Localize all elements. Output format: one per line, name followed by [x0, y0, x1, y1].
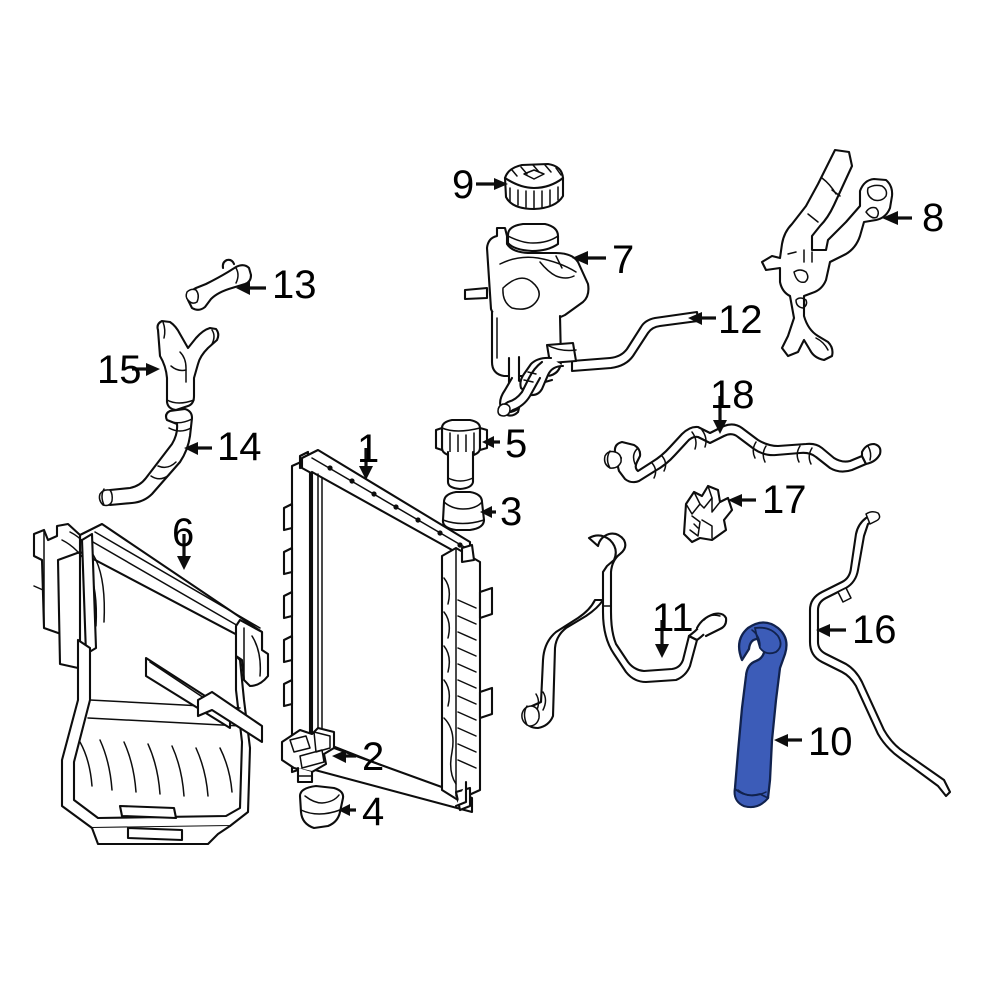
- callout-label-8[interactable]: 8: [922, 196, 945, 240]
- part-10-lower-radiator-hose[interactable]: [733, 621, 788, 809]
- callout-label-3[interactable]: 3: [500, 490, 523, 534]
- part-5-radiator-drain-plug[interactable]: [434, 418, 489, 491]
- part-9-expansion-tank-cap[interactable]: [503, 162, 565, 211]
- part-2-radiator-mount-bracket[interactable]: [280, 726, 336, 784]
- part-12-overflow-hose[interactable]: [570, 310, 700, 373]
- callout-label-17[interactable]: 17: [762, 478, 807, 522]
- callout-label-1[interactable]: 1: [357, 427, 380, 471]
- callout-label-15[interactable]: 15: [97, 348, 142, 392]
- part-17-hose-clip-retainer[interactable]: [682, 484, 734, 544]
- part-12-tee-branch[interactable]: [497, 341, 578, 417]
- callout-label-7[interactable]: 7: [612, 238, 635, 282]
- callout-label-2[interactable]: 2: [362, 735, 385, 779]
- callout-label-11[interactable]: 11: [652, 596, 694, 640]
- part-4-lower-radiator-insulator[interactable]: [298, 784, 345, 830]
- part-13-connector-elbow[interactable]: [185, 258, 253, 311]
- callout-label-9[interactable]: 9: [452, 163, 475, 207]
- callout-label-14[interactable]: 14: [217, 425, 262, 469]
- callout-label-16[interactable]: 16: [852, 608, 897, 652]
- part-3-radiator-mount-grommet[interactable]: [441, 490, 486, 532]
- part-16-coolant-return-pipe[interactable]: [808, 510, 952, 798]
- callout-label-10[interactable]: 10: [808, 720, 853, 764]
- part-6-fan-shroud[interactable]: [32, 522, 270, 846]
- callout-label-12[interactable]: 12: [718, 298, 763, 342]
- part-1-radiator[interactable]: [282, 448, 494, 814]
- callout-label-6[interactable]: 6: [172, 511, 195, 555]
- part-18-heater-hose-assembly[interactable]: [603, 423, 882, 484]
- callout-label-4[interactable]: 4: [362, 790, 385, 834]
- part-11-upper-radiator-hose[interactable]: [521, 532, 728, 730]
- part-14-bypass-hose[interactable]: [98, 407, 194, 507]
- part-15-tee-connector[interactable]: [156, 319, 220, 412]
- callout-leaders: [132, 178, 912, 816]
- callout-label-5[interactable]: 5: [505, 422, 528, 466]
- part-8-support-bracket[interactable]: [760, 148, 894, 362]
- callout-label-13[interactable]: 13: [272, 263, 317, 307]
- callout-label-18[interactable]: 18: [710, 373, 755, 417]
